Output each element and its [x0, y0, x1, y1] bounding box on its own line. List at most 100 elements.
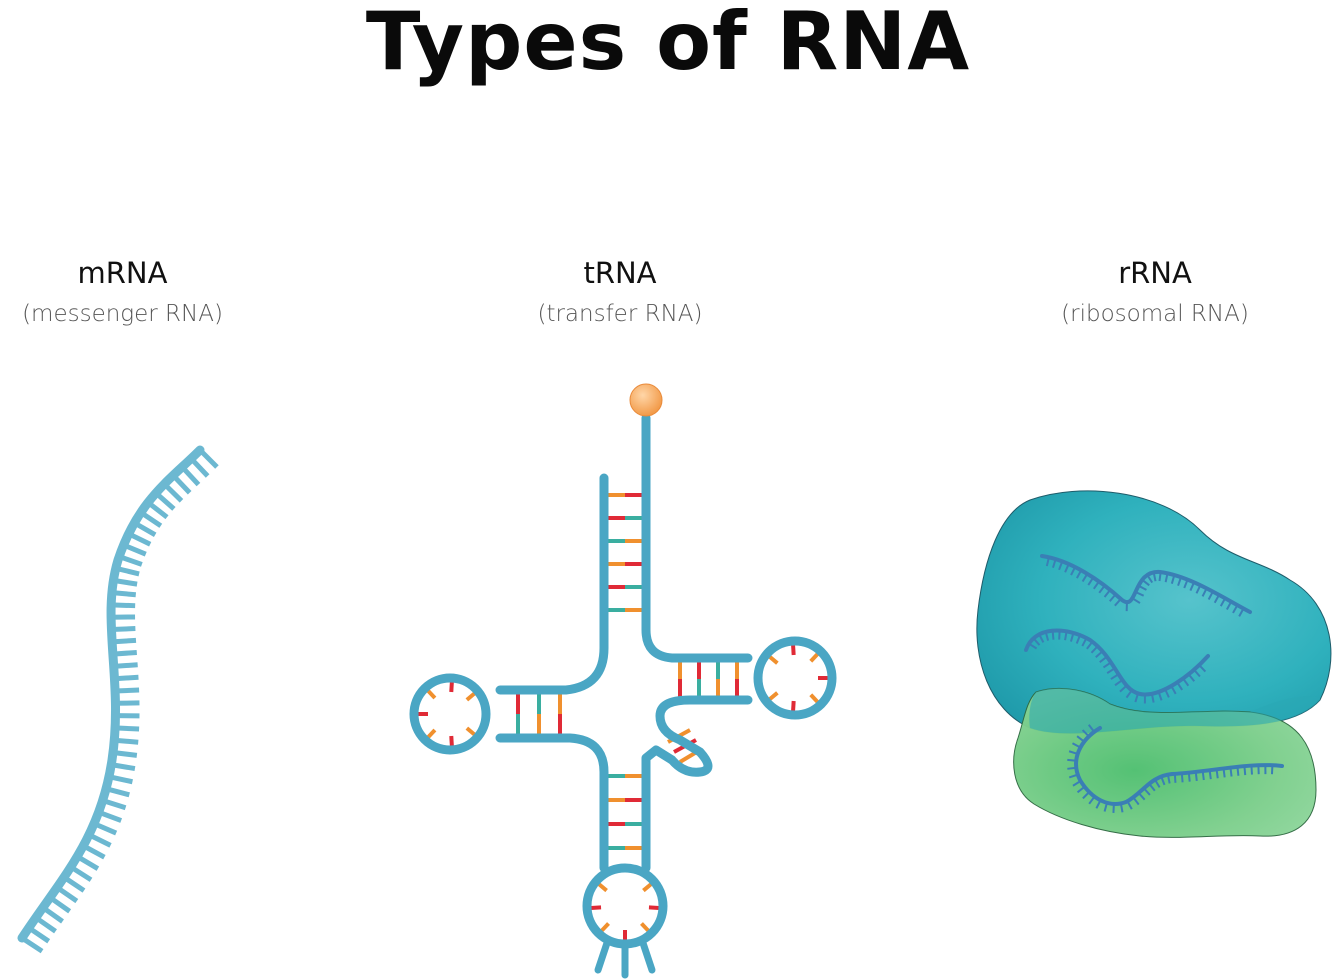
- rrna-base: [1229, 767, 1233, 777]
- rrna-base: [1219, 597, 1227, 607]
- rrna-base: [1070, 566, 1076, 576]
- rrna-base: [1119, 684, 1128, 693]
- mrna-heading: mRNA (messenger RNA): [0, 256, 245, 328]
- rrna-base: [1182, 677, 1190, 687]
- rrna-base: [1232, 604, 1239, 614]
- rrna-base: [1126, 800, 1133, 810]
- ribosome-large-subunit: [976, 490, 1332, 734]
- rrna-strand-1: [1040, 554, 1252, 614]
- rrna-heading: rRNA (ribosomal RNA): [1030, 256, 1280, 328]
- rrna-base: [1090, 645, 1099, 654]
- rrna-base: [1137, 584, 1147, 591]
- rrna-base: [1193, 669, 1201, 678]
- rrna-base: [1125, 689, 1133, 699]
- rrna-base: [1064, 631, 1068, 641]
- rrna-base: [1164, 573, 1169, 583]
- trna-t-arm-lower: [641, 695, 753, 873]
- rrna-base: [1082, 791, 1090, 800]
- rrna-base: [1087, 724, 1095, 733]
- rrna-base: [1152, 572, 1157, 582]
- trna-acceptor-strand-left: [495, 473, 609, 695]
- rrna-base: [1075, 634, 1081, 644]
- rrna-base: [1187, 772, 1191, 782]
- rrna-base: [1038, 633, 1045, 643]
- rrna-base: [1068, 773, 1079, 779]
- trna-name: tRNA: [583, 256, 657, 290]
- rrna-base: [1236, 766, 1240, 776]
- trna-acceptor-strand-right: [641, 413, 753, 663]
- rrna-base: [1150, 693, 1155, 703]
- mrna-subtitle: (messenger RNA): [22, 301, 223, 327]
- trna-group: [409, 383, 837, 979]
- rrna-base: [1194, 771, 1198, 781]
- rrna-base: [1189, 581, 1195, 591]
- rrna-base: [1045, 557, 1050, 567]
- rrna-base: [1164, 688, 1170, 698]
- rrna-base: [1109, 593, 1117, 602]
- rrna-base: [1213, 594, 1220, 604]
- rrna-base: [1110, 673, 1120, 680]
- rrna-base: [1086, 641, 1094, 650]
- rrna-base: [1160, 776, 1166, 786]
- rrna-base: [1207, 591, 1214, 600]
- rrna-base: [1052, 558, 1057, 569]
- trna-base-pairs: [516, 493, 739, 850]
- rrna-base: [1067, 766, 1077, 770]
- rrna-base: [1177, 576, 1182, 586]
- rrna-base: [1099, 655, 1108, 663]
- rrna-base: [1072, 742, 1081, 749]
- rrna-base: [1170, 685, 1177, 695]
- rrna-base: [1098, 585, 1106, 594]
- rrna-base: [1106, 667, 1116, 674]
- trna-t-loop: [753, 636, 837, 720]
- rrna-base: [1176, 681, 1184, 691]
- trna-d-loop: [409, 673, 491, 755]
- rrna-base: [1238, 607, 1245, 617]
- rrna-base: [1215, 769, 1219, 779]
- rrna-base: [1173, 773, 1177, 783]
- rrna-base: [1081, 729, 1090, 738]
- rrna-base: [1222, 768, 1226, 778]
- rrna-base: [1198, 664, 1207, 673]
- rrna-base: [1134, 693, 1139, 703]
- rrna-base: [1103, 589, 1111, 598]
- trna-tail-3: [638, 936, 656, 974]
- mrna-strand-group: [17, 445, 219, 954]
- ribosome-large-overlap: [1029, 688, 1321, 734]
- rrna-base: [1158, 571, 1162, 582]
- rrna-base: [1076, 735, 1085, 743]
- rrna-base: [1092, 580, 1100, 590]
- rrna-base: [1064, 563, 1070, 573]
- trna-amino-acid-site: [629, 383, 663, 417]
- rrna-base: [1068, 750, 1078, 755]
- rrna-base: [1131, 597, 1141, 604]
- rrna-base: [1114, 679, 1123, 687]
- rrna-base: [1032, 637, 1041, 646]
- rrna-base: [1143, 787, 1151, 796]
- rrna-base: [1102, 661, 1112, 669]
- mrna-name: mRNA: [77, 256, 168, 290]
- rrna-base: [1087, 577, 1095, 586]
- ribosome-group: [976, 490, 1332, 838]
- trna-subtitle: (transfer RNA): [537, 301, 703, 327]
- trna-tail-1: [594, 936, 612, 974]
- rrna-base: [1146, 574, 1154, 584]
- rrna-base: [1103, 802, 1108, 812]
- trna-heading: tRNA (transfer RNA): [500, 256, 740, 328]
- rrna-base: [1095, 799, 1102, 809]
- rrna-base: [1180, 773, 1184, 783]
- rrna-base: [1095, 650, 1104, 658]
- rrna-base: [1081, 637, 1088, 647]
- rrna-base: [1088, 795, 1096, 805]
- rrna-base: [1137, 792, 1146, 801]
- rrna-base: [1072, 780, 1082, 787]
- rrna-base: [1226, 601, 1233, 611]
- rrna-base: [1069, 632, 1075, 642]
- rrna-base: [1187, 673, 1196, 682]
- rrna-base: [1076, 785, 1086, 794]
- rrna-name: rRNA: [1118, 256, 1192, 290]
- mrna-backbone: [17, 445, 205, 943]
- rrna-base: [1195, 584, 1202, 594]
- rrna-base: [1170, 574, 1176, 584]
